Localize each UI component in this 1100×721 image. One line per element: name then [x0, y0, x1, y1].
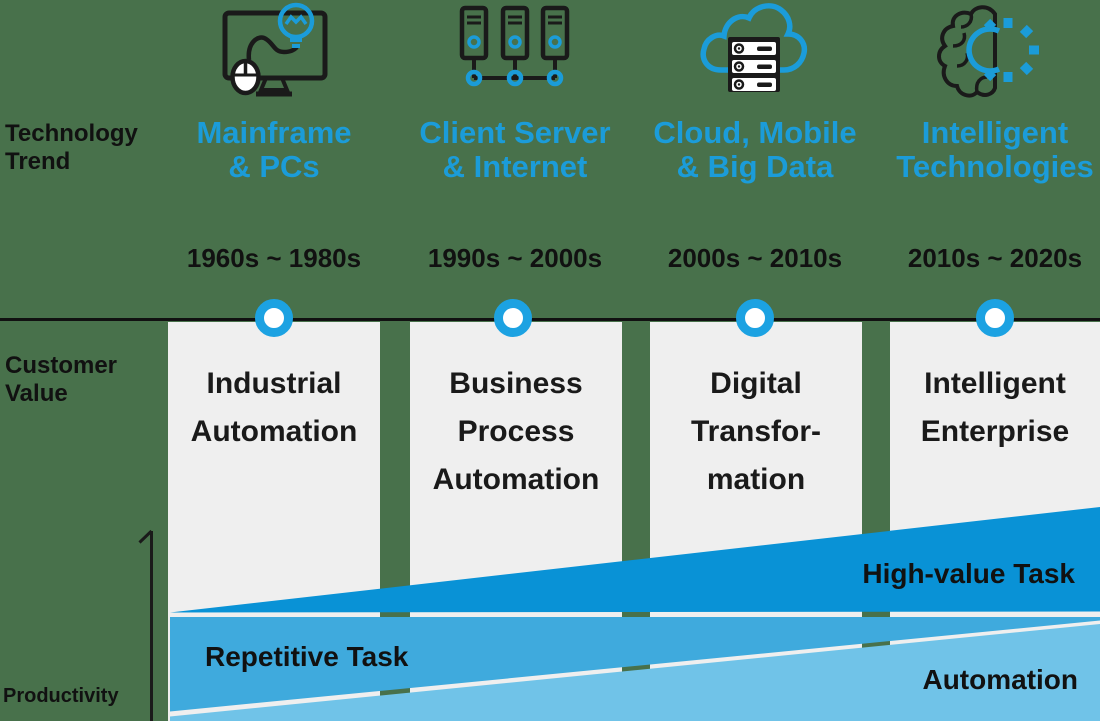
timeline-dot-2: [494, 299, 532, 337]
intelligent-technologies-icon: [937, 5, 1039, 98]
automation-wedge: [170, 624, 1100, 721]
repetitive-task-wedge: [170, 617, 1100, 712]
productivity-axis: [138, 529, 153, 721]
timeline-dot-4: [976, 299, 1014, 337]
era-label-4: 2010s ~ 2020s: [907, 243, 1083, 273]
era-label-2: 1990s ~ 2000s: [427, 243, 603, 273]
row-label-technology-trend: Technology Trend: [5, 120, 138, 175]
era-label-3: 2000s ~ 2010s: [667, 243, 843, 273]
client-server-icon: [459, 5, 570, 87]
repetitive-task-label: Repetitive Task: [205, 641, 409, 672]
high-value-task-label: High-value Task: [862, 558, 1075, 589]
high-value-task-wedge: [170, 507, 1100, 613]
trend-heading-4: Intelligent Technologies: [896, 115, 1094, 184]
timeline-dot-1: [255, 299, 293, 337]
row-label-customer-value: Customer Value: [5, 352, 118, 407]
automation-label: Automation: [922, 664, 1078, 695]
value-text-2: Business Process Automation: [432, 367, 600, 496]
value-text-4: Intelligent Enterprise: [920, 367, 1070, 448]
trend-heading-1: Mainframe & PCs: [196, 115, 352, 184]
timeline-dot-3: [736, 299, 774, 337]
mainframe-pc-icon: [222, 2, 328, 97]
trend-heading-2: Client Server & Internet: [419, 115, 611, 184]
value-text-3: Digital Transfor- mation: [690, 367, 822, 496]
cloud-mobile-bigdata-icon: [700, 3, 808, 92]
timeline-line: [0, 318, 1100, 321]
value-text-1: Industrial Automation: [190, 367, 358, 448]
era-label-1: 1960s ~ 1980s: [186, 243, 362, 273]
productivity-label: Productivity: [3, 685, 119, 707]
trend-heading-3: Cloud, Mobile & Big Data: [653, 115, 857, 184]
